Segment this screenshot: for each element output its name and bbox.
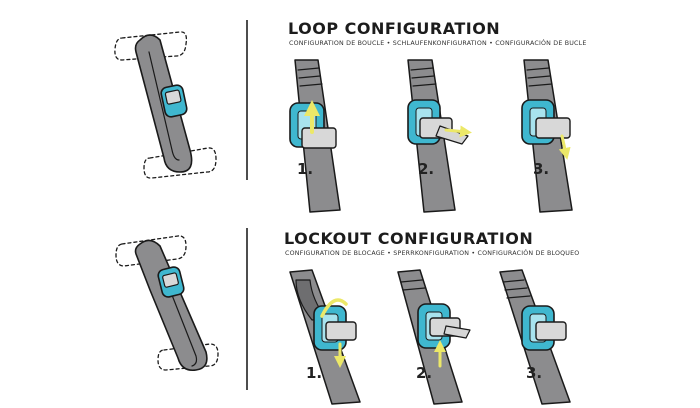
lockout-step-1-illustration xyxy=(289,269,361,405)
loop-step-1-label: 1. xyxy=(297,160,313,178)
loop-overview-illustration xyxy=(114,31,217,179)
lockout-step-2-illustration xyxy=(397,269,471,405)
loop-title: LOOP CONFIGURATION xyxy=(288,19,500,38)
dashed-bar-top-lockout xyxy=(115,235,187,267)
loop-step-3-label: 3. xyxy=(533,160,549,178)
loop-step-2-label: 2. xyxy=(418,160,434,178)
loop-step-3-illustration xyxy=(521,59,573,213)
dashed-bar-top xyxy=(114,31,188,61)
loop-step-1-illustration xyxy=(289,59,341,213)
lockout-overview-illustration xyxy=(115,235,219,372)
lockout-step-3-illustration xyxy=(499,269,571,405)
dashed-bar-bottom xyxy=(143,147,217,179)
dashed-bar-bottom-lockout xyxy=(157,343,219,371)
loop-strap-inner xyxy=(148,51,180,161)
lockout-subtitle: CONFIGURATION DE BLOCAGE • SPERRKONFIGUR… xyxy=(285,248,579,257)
lockout-strap xyxy=(134,239,208,372)
lockout-title: LOCKOUT CONFIGURATION xyxy=(284,229,533,248)
lockout-step-1-label: 1. xyxy=(306,364,322,382)
loop-subtitle: CONFIGURATION DE BOUCLE • SCHLAUFENKONFI… xyxy=(289,38,587,47)
lockout-buckle-metal xyxy=(162,272,179,288)
loop-step-2-illustration xyxy=(407,59,472,213)
lockout-step-2-label: 2. xyxy=(416,364,432,382)
loop-buckle-metal xyxy=(164,89,182,105)
lockout-step-3-label: 3. xyxy=(526,364,542,382)
lockout-strap-tail xyxy=(169,289,198,367)
